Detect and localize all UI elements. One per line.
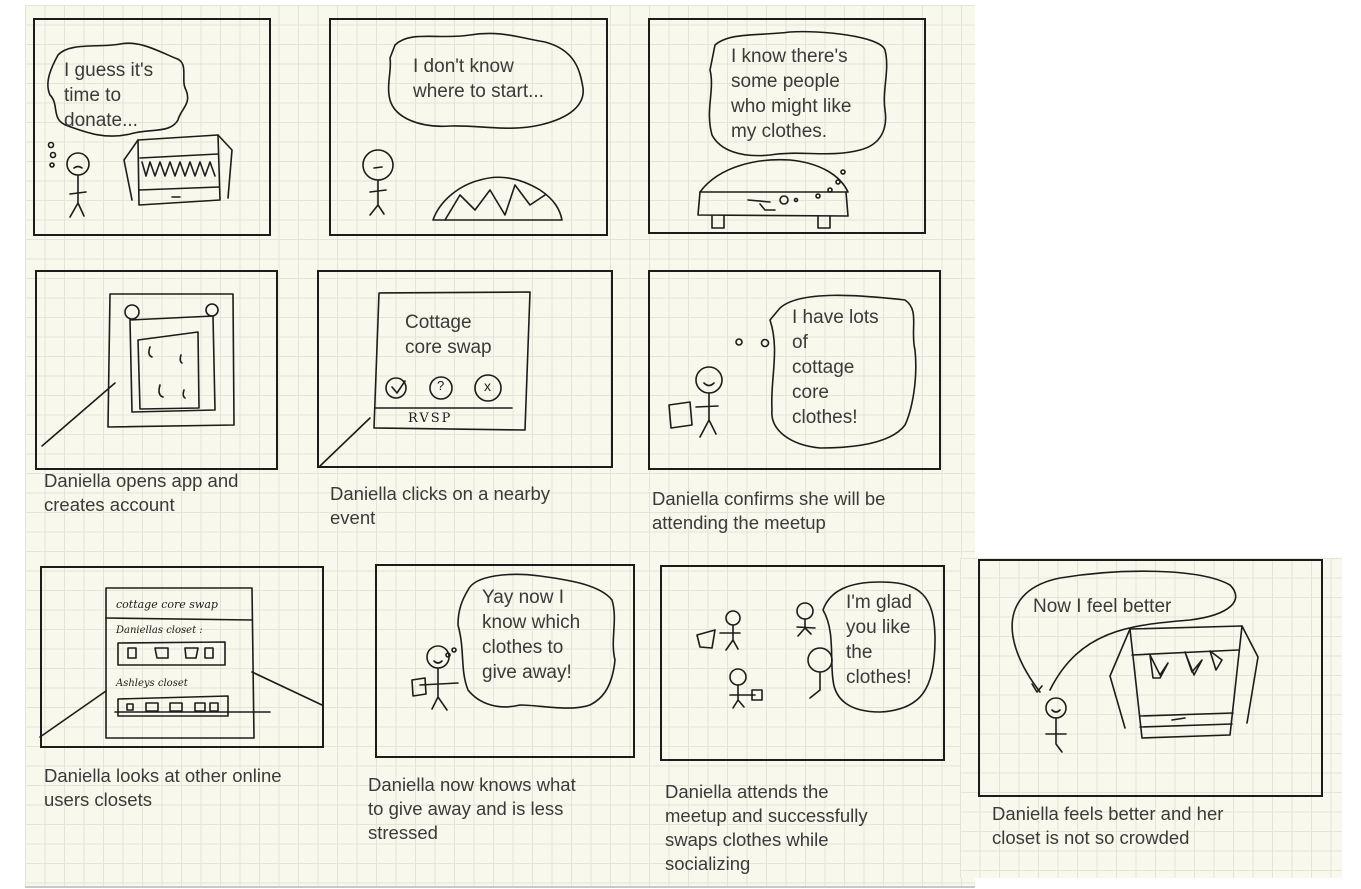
- panel-3: [648, 18, 926, 234]
- panel-10-speech-bubble: Now I feel better: [1033, 596, 1172, 617]
- panel-9: [660, 565, 945, 761]
- storyboard-sheet-right: [960, 558, 1342, 878]
- panel-4: [35, 270, 278, 470]
- panel-6: [648, 270, 941, 470]
- panel-2-thought-bubble: I don't know where to start...: [413, 56, 544, 102]
- rsvp-decline-option: x: [484, 378, 491, 394]
- panel-10: [978, 559, 1323, 797]
- panel-9-speech-bubble: I'm glad you like the clothes!: [846, 592, 912, 688]
- panel-2: [329, 18, 608, 236]
- panel-8-caption: Daniella now knows what to give away and…: [368, 774, 576, 843]
- phone-outline: [107, 293, 235, 428]
- panel-6-caption: Daniella confirms she will be attending …: [652, 488, 886, 533]
- panel-5: [317, 270, 613, 468]
- panel-1: [33, 18, 271, 236]
- storyboard-sheet-main: [25, 5, 975, 888]
- panel-5-caption: Daniella clicks on a nearby event: [330, 483, 551, 528]
- panel-3-thought-bubble: I know there's some people who might lik…: [731, 46, 852, 142]
- closet-label-ashley: Ashleys closet: [116, 678, 188, 689]
- rsvp-label: RVSP: [408, 411, 453, 426]
- panel-6-thought-bubble: I have lots of cottage core clothes!: [792, 307, 879, 428]
- panel-7-caption: Daniella looks at other online users clo…: [44, 765, 282, 810]
- closet-label-daniella: Daniellas closet :: [116, 625, 203, 636]
- panel-10-caption: Daniella feels better and her closet is …: [992, 803, 1224, 848]
- panel-8: [375, 564, 635, 758]
- panel-5-event-title: Cottage core swap: [405, 312, 492, 358]
- panel-4-caption: Daniella opens app and creates account: [44, 470, 239, 515]
- panel-1-thought-bubble: I guess it's time to donate...: [64, 60, 154, 131]
- panel-7: [40, 566, 324, 748]
- panel-8-thought-bubble: Yay now I know which clothes to give awa…: [482, 587, 581, 683]
- closet-screen-title: cottage core swap: [116, 598, 218, 611]
- panel-9-caption: Daniella attends the meetup and successf…: [665, 781, 868, 874]
- rsvp-question-option: ?: [437, 378, 445, 393]
